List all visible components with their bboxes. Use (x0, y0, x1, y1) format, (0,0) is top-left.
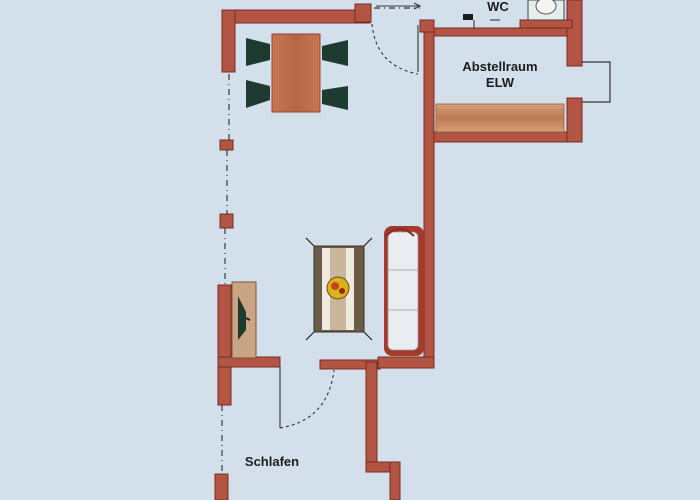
wall-left-lower (217, 284, 232, 406)
wall-storage-right-lower (566, 97, 583, 143)
wall-storage-right-upper (566, 0, 583, 67)
wall-wc-top-stub (354, 3, 372, 23)
storage-window-bracket (582, 61, 611, 103)
wall-right-top (419, 19, 435, 33)
wall-bedroom-right (365, 361, 378, 471)
room-label-bedroom: Schlafen (245, 454, 299, 469)
storage-shelf (435, 103, 565, 133)
wall-bedroom-left (214, 473, 229, 500)
door-swing-icon (279, 367, 335, 429)
dining-chair (246, 38, 270, 66)
door-swing-icon (473, 19, 500, 28)
dining-table (271, 33, 321, 113)
wall-right-long (423, 27, 435, 369)
doors (279, 2, 500, 429)
dining-set (246, 33, 348, 113)
plant-icon (326, 276, 350, 300)
dining-chair (322, 40, 348, 66)
tv-sideboard (231, 281, 257, 359)
wall-wc-bottom (519, 19, 573, 29)
window-lines (221, 7, 420, 474)
entrance-arrow-icon (376, 2, 422, 10)
wall-left-stub-2 (219, 213, 234, 229)
wall-living-bottom (377, 356, 435, 369)
room-label-wc: WC (487, 0, 509, 14)
wc-sink (463, 14, 473, 20)
wall-left-upper (221, 9, 236, 73)
room-label-storage-line1: Abstellraum (462, 59, 537, 74)
coffee-table (305, 237, 373, 341)
walls (214, 0, 583, 500)
sofa (384, 226, 424, 356)
wall-storage-bottom (433, 131, 583, 143)
toilet-icon (527, 0, 565, 21)
wall-top (221, 9, 371, 24)
wall-storage-top (433, 27, 575, 37)
door-swing-icon (371, 23, 419, 75)
dining-chair (246, 80, 270, 108)
room-label-storage-line2: ELW (486, 75, 515, 90)
dining-chair (322, 86, 348, 110)
wall-bedroom-right-low (389, 461, 401, 500)
wall-left-stub-1 (219, 139, 234, 151)
